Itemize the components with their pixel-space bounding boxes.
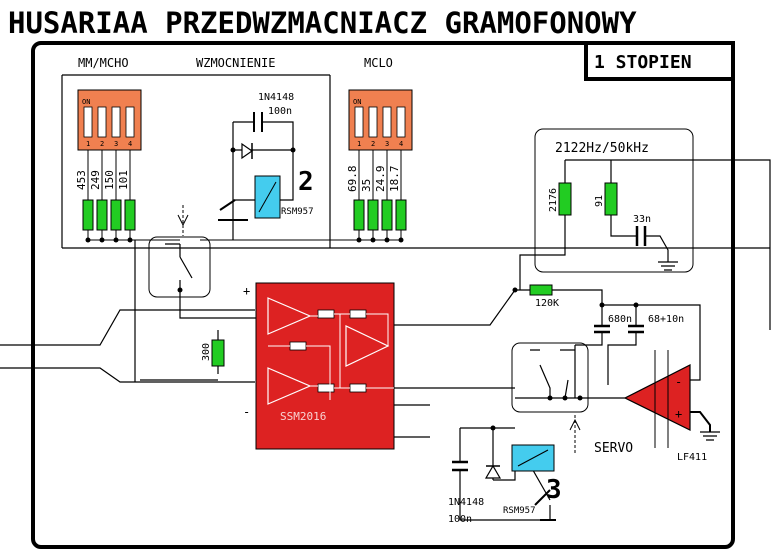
chip-feedback-wires [394,289,516,389]
relay-top-group: 1N4148 100n RSM957 2 [218,92,314,240]
filter-label: 2122Hz/50kHz [555,141,649,156]
input-resistor [211,339,225,367]
resistor-left-4-label: 101 [117,170,130,190]
chip-name: SSM2016 [280,410,326,423]
servo-ground-icon [700,431,720,441]
resistor-right-4-label: 18.7 [388,166,401,193]
relay-bottom-group: 1N4148 100n RSM957 3 [448,425,562,525]
resistor-right-3-label: 24.9 [374,166,387,193]
dip-pos-2-right: 2 [371,140,375,148]
servo-cap2-label: 68+10n [648,314,684,325]
resistor-left-3-label: 150 [103,170,116,190]
input-internal-wires [179,300,258,374]
resistor-bank-right [200,199,407,243]
stage-label-box [584,41,735,81]
left-bus-wire [134,240,218,382]
filter-ground-icon [658,261,678,271]
right-dip-wires [358,150,402,200]
resistor-left-2-label: 249 [89,170,102,190]
dip-on-label-left: ON [82,98,90,106]
servo-minus-label: - [675,375,682,389]
servo-caps [594,324,644,334]
filter-r2-label: 91 [594,195,605,207]
servo-cap1-label: 680n [608,314,632,325]
dip-pos-1-right: 1 [357,140,361,148]
dip-switch-left[interactable]: ON 1 2 3 4 [77,89,142,151]
dip-pos-4-right: 4 [399,140,403,148]
dip-pos-4-left: 4 [128,140,132,148]
gain-label: WZMOCNIENIE [196,56,275,70]
relay-top-diode-label: 1N4148 [258,92,294,103]
dip-switch-right[interactable]: ON 1 2 3 4 [348,89,413,151]
filter-box: 2122Hz/50kHz 2176 91 33n [519,128,771,330]
feedback-resistor-label: 120K [535,298,559,309]
dip-pos-3-right: 3 [385,140,389,148]
relay-bottom-diode-label: 1N4148 [448,497,484,508]
relay-bottom-relay-label: RSM957 [503,506,536,516]
mm-mcho-label: MM/MCHO [78,56,129,70]
stage-label: 1 STOPIEN [594,52,692,73]
servo-cap-wires [601,304,701,381]
resistor-right-1-label: 69.8 [346,166,359,193]
mclo-label: MCLO [364,56,393,70]
resistor-left-1-label: 453 [75,170,88,190]
input-wires [0,309,255,383]
relay-top-relay-label: RSM957 [281,207,314,217]
dip-pos-1-left: 1 [86,140,90,148]
input-resistor-label: 300 [201,343,212,361]
top-bus-wire [61,74,331,248]
servo-plus-label: + [675,407,682,421]
relay-top-diode-icon [241,142,254,160]
servo-opamp: - + SERVO LF411 [594,350,720,463]
resistor-bank-left [82,199,180,243]
main-border [31,41,735,549]
feedback-resistor [529,284,553,296]
switch-bottom [511,342,625,455]
resistor-right-2-label: 35 [360,179,373,192]
filter-r1-label: 2176 [548,188,559,212]
servo-chip-label: LF411 [677,452,707,463]
left-dip-wires [87,150,131,200]
relay-bottom-diode-icon [484,464,502,479]
chip-plus-label: + [243,284,250,298]
relay-bottom-cap-label: 100n [448,514,472,525]
opamp-chip: + - SSM2016 [243,282,395,450]
dip-pos-3-left: 3 [114,140,118,148]
diagram-title: HUSARIAA PRZEDWZMACNIACZ GRAMOFONOWY [8,6,637,40]
relay-top-cap-label: 100n [268,106,292,117]
chip-output-wires [394,404,430,438]
relay-top-number: 2 [298,167,314,197]
relay-bottom-number: 3 [546,475,562,505]
servo-label: SERVO [594,441,633,456]
filter-cap-label: 33n [633,214,651,225]
switch-top [148,205,211,300]
chip-minus-label: - [243,405,250,419]
dip-on-label-right: ON [353,98,361,106]
dip-pos-2-left: 2 [100,140,104,148]
